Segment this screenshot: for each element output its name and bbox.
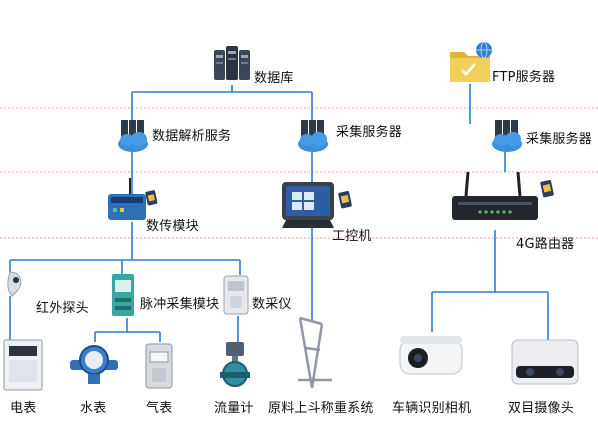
label-infrared-probe: 红外探头 xyxy=(36,301,89,316)
label-hopper-scale: 原料上斗称重系统 xyxy=(268,401,374,416)
link-lines xyxy=(9,84,549,342)
label-collect-service-left: 采集服务器 xyxy=(336,125,403,140)
label-gas-meter: 气表 xyxy=(146,401,173,416)
label-database: 数据库 xyxy=(254,71,294,86)
label-router-4g: 4G路由器 xyxy=(516,237,575,252)
label-data-parse-service: 数据解析服务 xyxy=(152,129,232,144)
label-data-collector: 数采仪 xyxy=(252,297,292,312)
label-water-meter: 水表 xyxy=(80,401,107,416)
label-vehicle-camera: 车辆识别相机 xyxy=(392,401,472,416)
label-ipc: 工控机 xyxy=(332,229,372,244)
label-electric-meter: 电表 xyxy=(10,401,37,416)
label-binocular-camera: 双目摄像头 xyxy=(508,401,575,416)
label-pulse-module: 脉冲采集模块 xyxy=(140,297,220,312)
label-collect-service-right: 采集服务器 xyxy=(526,132,593,147)
label-data-module: 数传模块 xyxy=(146,219,199,234)
label-ftp-server: FTP服务器 xyxy=(492,70,556,85)
label-flow-meter: 流量计 xyxy=(214,401,254,416)
